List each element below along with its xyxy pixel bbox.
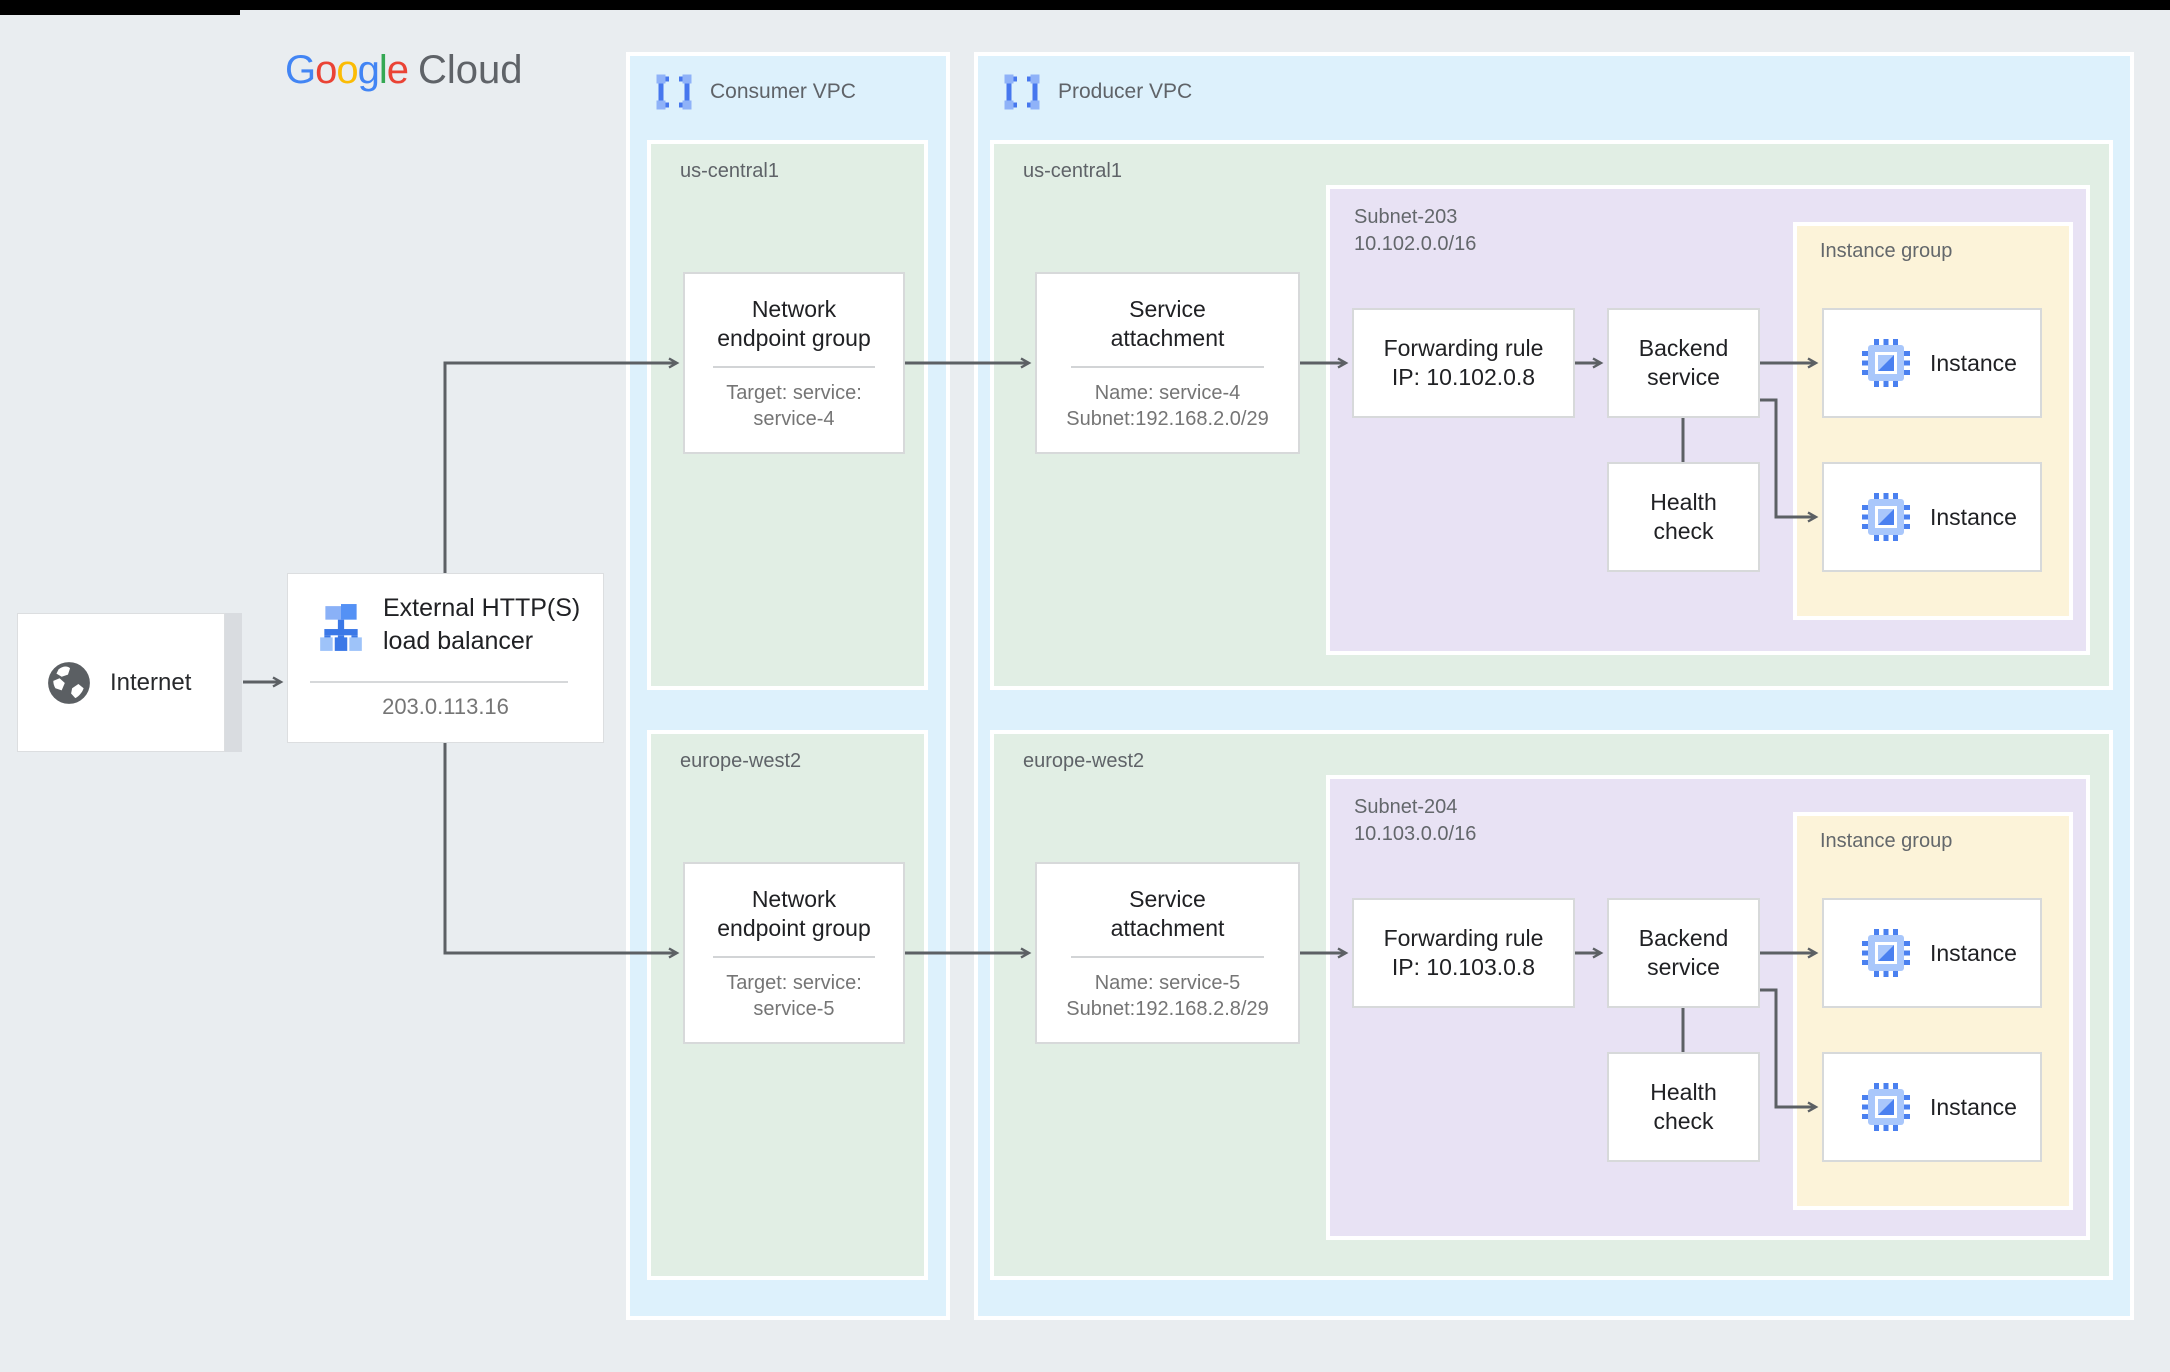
instance-node: Instance bbox=[1822, 1052, 2042, 1162]
logo-letter: G bbox=[285, 48, 316, 92]
health-check-node: Health check bbox=[1607, 462, 1760, 572]
consumer-vpc-container: Consumer VPC us-central1 Network endpoin… bbox=[626, 52, 950, 1320]
sa-detail: Name: service-5 Subnet:192.168.2.8/29 bbox=[1066, 971, 1269, 1020]
divider bbox=[310, 681, 568, 683]
neg-title: Network endpoint group bbox=[717, 295, 871, 351]
service-attachment-node: Service attachment Name: service-5 Subne… bbox=[1035, 862, 1300, 1044]
logo-letter: g bbox=[357, 48, 380, 92]
internet-label: Internet bbox=[110, 668, 192, 696]
instance-group-container: Instance group bbox=[1793, 812, 2073, 1210]
logo-letter: o bbox=[315, 48, 337, 92]
health-check-text: Health check bbox=[1650, 1079, 1717, 1134]
neg-detail: Target: service: service-5 bbox=[726, 971, 862, 1020]
neg-detail: Target: service: service-4 bbox=[726, 381, 862, 430]
divider bbox=[1070, 955, 1265, 958]
instance-node: Instance bbox=[1822, 308, 2042, 418]
logo-letter: l bbox=[378, 48, 388, 92]
producer-region-us-central1: us-central1 Service attachment Name: ser… bbox=[990, 140, 2113, 690]
subnet-label: Subnet-204 10.103.0.0/16 bbox=[1354, 796, 1477, 845]
subnet-label: Subnet-203 10.102.0.0/16 bbox=[1354, 206, 1477, 255]
window-top-bar-notch bbox=[0, 0, 240, 15]
divider bbox=[1070, 365, 1265, 368]
vpc-icon bbox=[656, 74, 692, 110]
backend-service-text: Backend service bbox=[1638, 335, 1729, 390]
subnet-204-container: Subnet-204 10.103.0.0/16 Forwarding rule… bbox=[1326, 775, 2090, 1240]
forwarding-rule-node: Forwarding rule IP: 10.103.0.8 bbox=[1352, 898, 1575, 1008]
network-endpoint-group-node: Network endpoint group Target: service: … bbox=[683, 862, 905, 1044]
region-label: us-central1 bbox=[1023, 160, 1122, 182]
backend-service-text: Backend service bbox=[1638, 925, 1729, 980]
service-attachment-node: Service attachment Name: service-4 Subne… bbox=[1035, 272, 1300, 454]
consumer-region-europe-west2: europe-west2 Network endpoint group Targ… bbox=[647, 730, 928, 1280]
region-label: europe-west2 bbox=[680, 750, 802, 772]
load-balancer-node: External HTTP(S) load balancer 203.0.113… bbox=[287, 573, 604, 743]
load-balancer-icon bbox=[320, 604, 362, 651]
instance-label: Instance bbox=[1930, 349, 2017, 376]
network-endpoint-group-node: Network endpoint group Target: service: … bbox=[683, 272, 905, 454]
logo-cloud-text: Cloud bbox=[418, 48, 523, 92]
consumer-region-us-central1: us-central1 Network endpoint group Targe… bbox=[647, 140, 928, 690]
sa-title: Service attachment bbox=[1110, 295, 1225, 351]
instance-group-label: Instance group bbox=[1820, 240, 1953, 262]
compute-instance-icon bbox=[1862, 929, 1910, 977]
instance-node: Instance bbox=[1822, 898, 2042, 1008]
divider bbox=[713, 365, 875, 368]
instance-label: Instance bbox=[1930, 503, 2017, 530]
instance-node: Instance bbox=[1822, 462, 2042, 572]
instance-label: Instance bbox=[1930, 1093, 2017, 1120]
load-balancer-title: External HTTP(S) load balancer bbox=[383, 594, 581, 655]
instance-group-label: Instance group bbox=[1820, 830, 1953, 852]
consumer-vpc-label: Consumer VPC bbox=[710, 80, 856, 103]
compute-instance-icon bbox=[1862, 339, 1910, 387]
consumer-vpc-header: Consumer VPC bbox=[654, 70, 856, 114]
instance-group-container: Instance group bbox=[1793, 222, 2073, 620]
divider bbox=[713, 955, 875, 958]
window-top-bar bbox=[0, 0, 2170, 10]
producer-vpc-header: Producer VPC bbox=[1002, 70, 1192, 114]
backend-service-node: Backend service bbox=[1607, 308, 1760, 418]
health-check-text: Health check bbox=[1650, 489, 1717, 544]
producer-vpc-label: Producer VPC bbox=[1058, 80, 1193, 103]
compute-instance-icon bbox=[1862, 1083, 1910, 1131]
globe-icon bbox=[48, 661, 90, 704]
health-check-node: Health check bbox=[1607, 1052, 1760, 1162]
vpc-icon bbox=[1004, 74, 1040, 110]
subnet-203-container: Subnet-203 10.102.0.0/16 Forwarding rule… bbox=[1326, 185, 2090, 655]
forwarding-rule-node: Forwarding rule IP: 10.102.0.8 bbox=[1352, 308, 1575, 418]
backend-service-node: Backend service bbox=[1607, 898, 1760, 1008]
compute-instance-icon bbox=[1862, 493, 1910, 541]
region-label: us-central1 bbox=[680, 160, 779, 182]
forwarding-rule-text: Forwarding rule IP: 10.102.0.8 bbox=[1383, 335, 1544, 390]
internet-node: Internet bbox=[17, 613, 225, 752]
region-label: europe-west2 bbox=[1023, 750, 1145, 772]
forwarding-rule-text: Forwarding rule IP: 10.103.0.8 bbox=[1383, 925, 1544, 980]
producer-vpc-container: Producer VPC us-central1 Service attachm… bbox=[974, 52, 2134, 1320]
sa-detail: Name: service-4 Subnet:192.168.2.0/29 bbox=[1066, 381, 1269, 430]
load-balancer-ip: 203.0.113.16 bbox=[382, 694, 509, 719]
neg-title: Network endpoint group bbox=[717, 885, 871, 941]
logo-letter: e bbox=[386, 48, 409, 92]
instance-label: Instance bbox=[1930, 939, 2017, 966]
sa-title: Service attachment bbox=[1110, 885, 1225, 941]
logo-letter: o bbox=[336, 48, 358, 92]
producer-region-europe-west2: europe-west2 Service attachment Name: se… bbox=[990, 730, 2113, 1280]
